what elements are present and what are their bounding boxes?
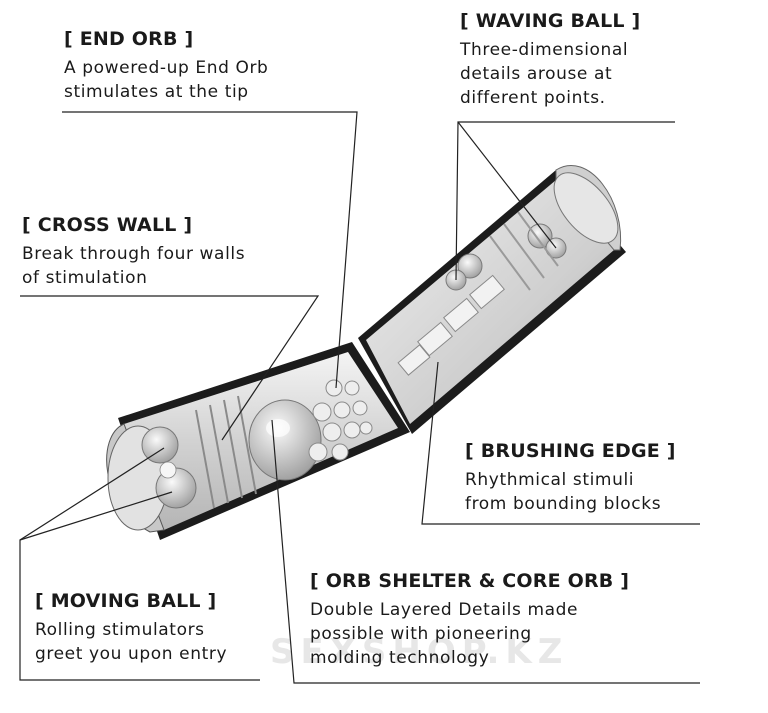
callout-desc-line: of stimulation <box>22 268 148 288</box>
callout-orb-shelter: [ ORB SHELTER & CORE ORB ] Double Layere… <box>310 570 629 670</box>
callout-title: [ WAVING BALL ] <box>460 10 641 32</box>
callout-title: [ MOVING BALL ] <box>35 590 217 612</box>
callout-desc-line: Rolling stimulators <box>35 620 205 640</box>
callout-waving-ball: [ WAVING BALL ] Three-dimensional detail… <box>460 10 640 110</box>
callout-desc-line: greet you upon entry <box>35 644 228 664</box>
right-half-case <box>358 164 626 434</box>
callout-desc-line: stimulates at the tip <box>64 82 249 102</box>
callout-title: [ END ORB ] <box>64 28 194 50</box>
callout-end-orb: [ END ORB ] A powered-up End Orb stimula… <box>64 28 268 104</box>
callout-desc-line: Rhythmical stimuli <box>465 470 635 490</box>
callout-desc-line: A powered-up End Orb <box>64 58 269 78</box>
callout-desc-line: possible with pioneering <box>310 624 532 644</box>
callout-desc-line: from bounding blocks <box>465 494 662 514</box>
callout-brushing-edge: [ BRUSHING EDGE ] Rhythmical stimuli fro… <box>465 440 676 516</box>
callout-lines <box>19 111 700 684</box>
callout-moving-ball: [ MOVING BALL ] Rolling stimulators gree… <box>35 590 227 666</box>
callout-title: [ ORB SHELTER & CORE ORB ] <box>310 570 630 592</box>
callout-desc-line: Double Layered Details made <box>310 600 579 620</box>
callout-title: [ CROSS WALL ] <box>22 214 193 236</box>
watermark-text: SEXSHOP.KZ <box>270 632 569 672</box>
left-half-case <box>106 342 410 540</box>
callout-desc-line: Break through four walls <box>22 244 246 264</box>
callout-desc-line: Three-dimensional <box>460 40 629 60</box>
callout-desc-line: details arouse at <box>460 64 613 84</box>
callout-desc-line: molding technology <box>310 648 490 668</box>
callout-cross-wall: [ CROSS WALL ] Break through four walls … <box>22 214 245 290</box>
callout-desc-line: different points. <box>460 88 606 108</box>
callout-title: [ BRUSHING EDGE ] <box>465 440 676 462</box>
